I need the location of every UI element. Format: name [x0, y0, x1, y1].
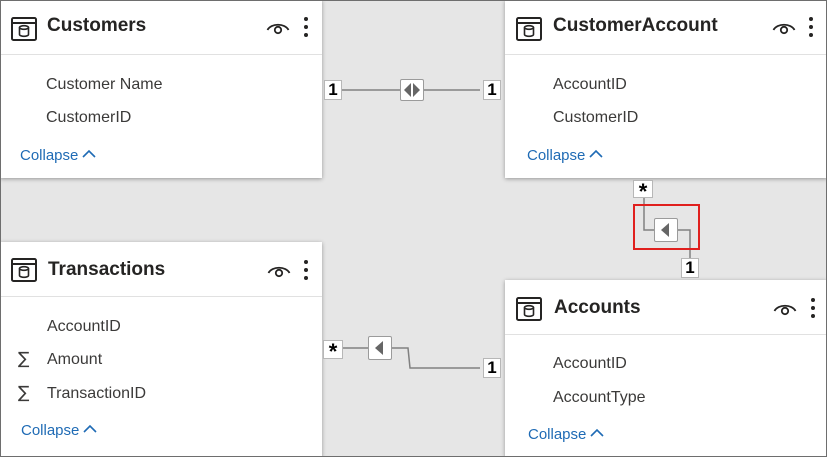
card-header: Customers	[0, 0, 322, 55]
field-row[interactable]: ∑ Amount	[0, 348, 322, 372]
card-header: CustomerAccount	[505, 0, 827, 55]
more-vertical-icon[interactable]	[302, 14, 310, 40]
field-row[interactable]: ∑ TransactionID	[0, 382, 322, 406]
field-label: Amount	[47, 351, 103, 368]
cardinality-label: *	[323, 340, 343, 363]
cardinality-label: 1	[483, 80, 501, 100]
relationship-direction-button[interactable]	[368, 336, 392, 360]
collapse-button[interactable]: Collapse	[21, 422, 97, 444]
table-card-customeraccount[interactable]: CustomerAccount AccountID CustomerID Col…	[505, 0, 827, 178]
selection-highlight	[633, 204, 700, 250]
chevron-up-icon	[589, 149, 603, 158]
table-card-accounts[interactable]: Accounts AccountID AccountType Collapse	[505, 280, 827, 457]
table-card-customers[interactable]: Customers Customer Name CustomerID Colla…	[0, 0, 322, 178]
more-vertical-icon[interactable]	[809, 295, 817, 321]
field-label: CustomerID	[553, 109, 639, 126]
eye-icon[interactable]	[772, 20, 796, 36]
more-vertical-icon[interactable]	[807, 14, 815, 40]
collapse-label: Collapse	[527, 147, 586, 164]
chevron-up-icon	[590, 428, 604, 437]
arrow-left-icon	[375, 341, 383, 355]
more-vertical-icon[interactable]	[302, 257, 310, 283]
card-header: Accounts	[505, 280, 827, 335]
field-label: AccountID	[47, 318, 121, 335]
bidirectional-arrow-icon	[404, 83, 420, 97]
field-label: AccountID	[553, 76, 627, 93]
collapse-label: Collapse	[21, 422, 80, 439]
collapse-label: Collapse	[20, 147, 79, 164]
field-row[interactable]: AccountID	[505, 352, 827, 376]
eye-icon[interactable]	[773, 301, 797, 317]
card-title: Customers	[47, 15, 147, 36]
collapse-label: Collapse	[528, 426, 587, 443]
arrow-left-icon	[661, 223, 669, 237]
sigma-icon: ∑	[18, 383, 30, 403]
cardinality-label: 1	[324, 80, 342, 100]
table-icon	[11, 17, 37, 41]
collapse-button[interactable]: Collapse	[20, 147, 96, 169]
eye-icon[interactable]	[266, 20, 290, 36]
relationship-direction-button[interactable]	[654, 218, 678, 242]
table-card-transactions[interactable]: Transactions AccountID ∑ Amount ∑ Transa…	[0, 242, 322, 457]
collapse-button[interactable]: Collapse	[528, 426, 604, 448]
field-row[interactable]: AccountID	[505, 73, 827, 97]
field-row[interactable]: AccountID	[0, 315, 322, 339]
cardinality-label: 1	[483, 358, 501, 378]
table-icon	[11, 258, 37, 282]
chevron-up-icon	[82, 149, 96, 158]
cardinality-label: *	[633, 180, 653, 203]
field-row[interactable]: CustomerID	[505, 106, 827, 130]
card-title: CustomerAccount	[553, 15, 718, 36]
eye-icon[interactable]	[267, 263, 291, 279]
chevron-up-icon	[83, 424, 97, 433]
card-title: Accounts	[554, 297, 641, 318]
relationship-direction-button[interactable]	[400, 79, 424, 101]
field-row[interactable]: Customer Name	[0, 73, 322, 97]
field-row[interactable]: CustomerID	[0, 106, 322, 130]
field-label: AccountType	[553, 389, 646, 406]
field-label: CustomerID	[46, 109, 132, 126]
card-title: Transactions	[48, 259, 166, 280]
field-label: Customer Name	[46, 76, 163, 93]
card-header: Transactions	[0, 242, 322, 297]
table-icon	[516, 17, 542, 41]
table-icon	[516, 297, 542, 321]
sigma-icon: ∑	[18, 349, 30, 369]
field-label: AccountID	[553, 355, 627, 372]
field-row[interactable]: AccountType	[505, 386, 827, 410]
cardinality-label: 1	[681, 258, 699, 278]
collapse-button[interactable]: Collapse	[527, 147, 603, 169]
field-label: TransactionID	[47, 385, 146, 402]
